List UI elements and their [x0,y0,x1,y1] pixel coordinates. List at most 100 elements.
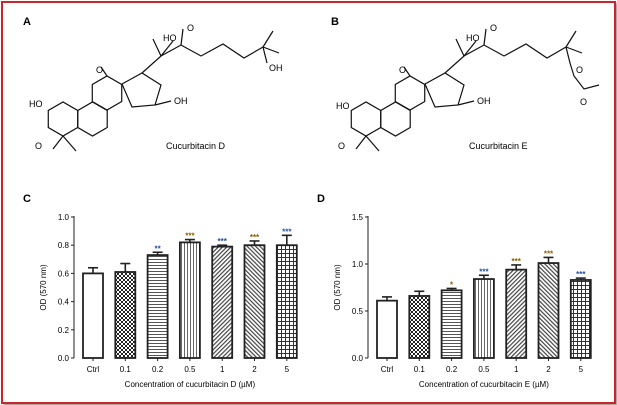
oh-bond [565,46,571,64]
carbonyl-bond [403,66,411,77]
methyl-bond [160,40,174,57]
bar-1 [505,268,528,359]
compound-name: Cucurbitacin D [166,141,226,151]
ring-d [424,72,465,108]
x-tick-label: 5 [579,365,584,374]
methyl-bond [262,30,274,48]
x-tick-label: 0.5 [184,365,196,374]
bar-2 [243,244,266,359]
acetate-bond [569,62,600,90]
ring-d [121,72,162,108]
bar-0.1 [114,271,137,359]
bar-0.1 [408,295,431,359]
significance-marker: *** [250,233,260,242]
panel-label-c: C [23,193,31,205]
x-tick-label: 1 [514,365,519,374]
significance-marker: *** [282,227,292,236]
y-tick-label: 0.0 [58,354,70,363]
ring-0 [47,101,79,137]
atom-o: O [35,141,42,151]
x-tick-label: 0.1 [414,365,426,374]
y-axis-label: OD (570 nm) [333,264,342,311]
panel-label-d: D [317,193,325,205]
y-tick-label: 0.5 [352,307,364,316]
y-tick-label: 1.5 [352,213,364,222]
methyl-bond [565,30,577,48]
x-tick-label: 0.1 [120,365,132,374]
atom-o: O [96,65,103,75]
y-tick-label: 0.0 [352,354,364,363]
y-tick-label: 1.0 [58,213,70,222]
atom-o: O [187,23,194,33]
atom-oh: OH [477,96,491,106]
y-axis-label: OD (570 nm) [39,264,48,311]
dimethyl-bond [355,135,367,150]
significance-marker: * [450,280,454,289]
significance-marker: *** [512,257,522,266]
bar-Ctrl [82,272,104,359]
atom-o: O [338,141,345,151]
atom-o: O [576,65,583,75]
significance-marker: *** [479,267,489,276]
bar-5 [275,244,298,359]
y-tick-label: 0.2 [58,326,70,335]
bar-5 [569,279,592,359]
methyl-bond [455,38,465,57]
bar-0.5 [472,278,495,359]
x-axis-label: Concentration of cucurbitacin E (µM) [419,380,549,389]
atom-oh: OH [174,96,188,106]
methyl-bond [463,40,477,57]
bar-Ctrl [376,299,398,359]
dimethyl-bond [52,135,64,150]
bar-1 [211,245,234,359]
significance-marker: *** [218,237,228,246]
dimethyl-bond [62,135,77,152]
x-tick-label: Ctrl [87,365,100,374]
oh-bond [154,100,172,106]
side-chain [141,43,264,74]
bar-0.2 [440,289,463,359]
bar-0.5 [178,241,201,359]
atom-ho: HO [336,101,350,111]
atom-o: O [580,97,587,107]
x-tick-label: 1 [220,365,225,374]
panel-label-a: A [23,16,31,28]
x-tick-label: 0.2 [446,365,458,374]
carbonyl-bond [100,66,108,77]
bar-0.2 [146,254,169,359]
ketone-bond [180,28,184,46]
panel-label-b: B [331,16,339,28]
atom-ho: HO [466,33,480,43]
methyl-bond [152,38,162,57]
significance-marker: *** [576,270,586,279]
x-tick-label: Ctrl [381,365,394,374]
oh-bond [262,46,268,64]
atom-o: O [490,23,497,33]
dimethyl-bond [365,135,380,152]
significance-marker: *** [544,249,554,258]
x-tick-label: 0.2 [152,365,164,374]
oh-bond [457,100,475,106]
x-tick-label: 5 [285,365,290,374]
y-tick-label: 0.4 [58,298,70,307]
y-tick-label: 0.6 [58,269,70,278]
atom-o: O [399,65,406,75]
atom-ho: HO [29,99,43,109]
significance-marker: ** [154,244,161,253]
bar-2 [537,262,560,359]
side-chain [444,43,567,74]
x-axis-label: Concentration of cucurbitacin D (µM) [125,380,256,389]
x-tick-label: 2 [252,365,257,374]
ring-0 [350,101,382,137]
atom-ho: HO [163,33,177,43]
ketone-bond [483,28,487,46]
methyl-bond [565,46,583,54]
y-tick-label: 1.0 [352,260,364,269]
significance-marker: *** [185,232,195,241]
